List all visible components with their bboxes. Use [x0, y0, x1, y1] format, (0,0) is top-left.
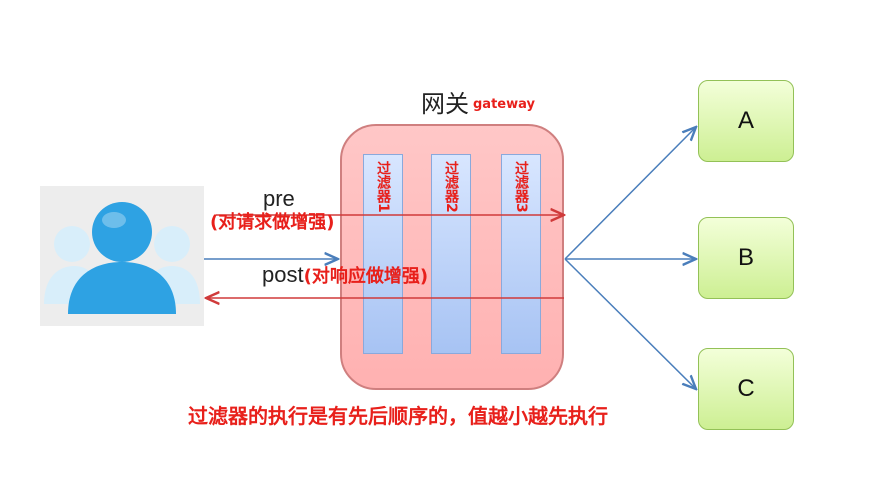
users-icon	[40, 186, 204, 326]
post-row: post(对响应做增强)	[262, 262, 428, 288]
post-label: post	[262, 262, 304, 287]
filter-3: 过滤器3	[501, 154, 541, 354]
footer-note: 过滤器的执行是有先后顺序的，值越小越先执行	[188, 404, 608, 428]
gateway-title-cn: 网关	[421, 90, 469, 118]
filter-3-label: 过滤器3	[513, 161, 529, 213]
service-c: C	[698, 348, 794, 430]
gateway-title-en: gateway	[473, 97, 535, 112]
pre-note: (对请求做增强)	[210, 212, 335, 233]
gateway-to-a-arrow	[564, 127, 696, 260]
post-note: (对响应做增强)	[303, 266, 429, 287]
service-c-label: C	[737, 375, 755, 402]
gateway-title: 网关 gateway	[421, 84, 535, 118]
filter-2: 过滤器2	[431, 154, 471, 354]
filter-1-label: 过滤器1	[375, 161, 391, 213]
gateway-to-c-arrow	[564, 258, 696, 389]
filter-1: 过滤器1	[363, 154, 403, 354]
service-a-label: A	[737, 107, 754, 134]
service-b: B	[698, 217, 794, 299]
service-a: A	[698, 80, 794, 162]
pre-label: pre	[263, 186, 295, 211]
service-b-label: B	[737, 244, 754, 271]
filter-2-label: 过滤器2	[443, 161, 459, 213]
